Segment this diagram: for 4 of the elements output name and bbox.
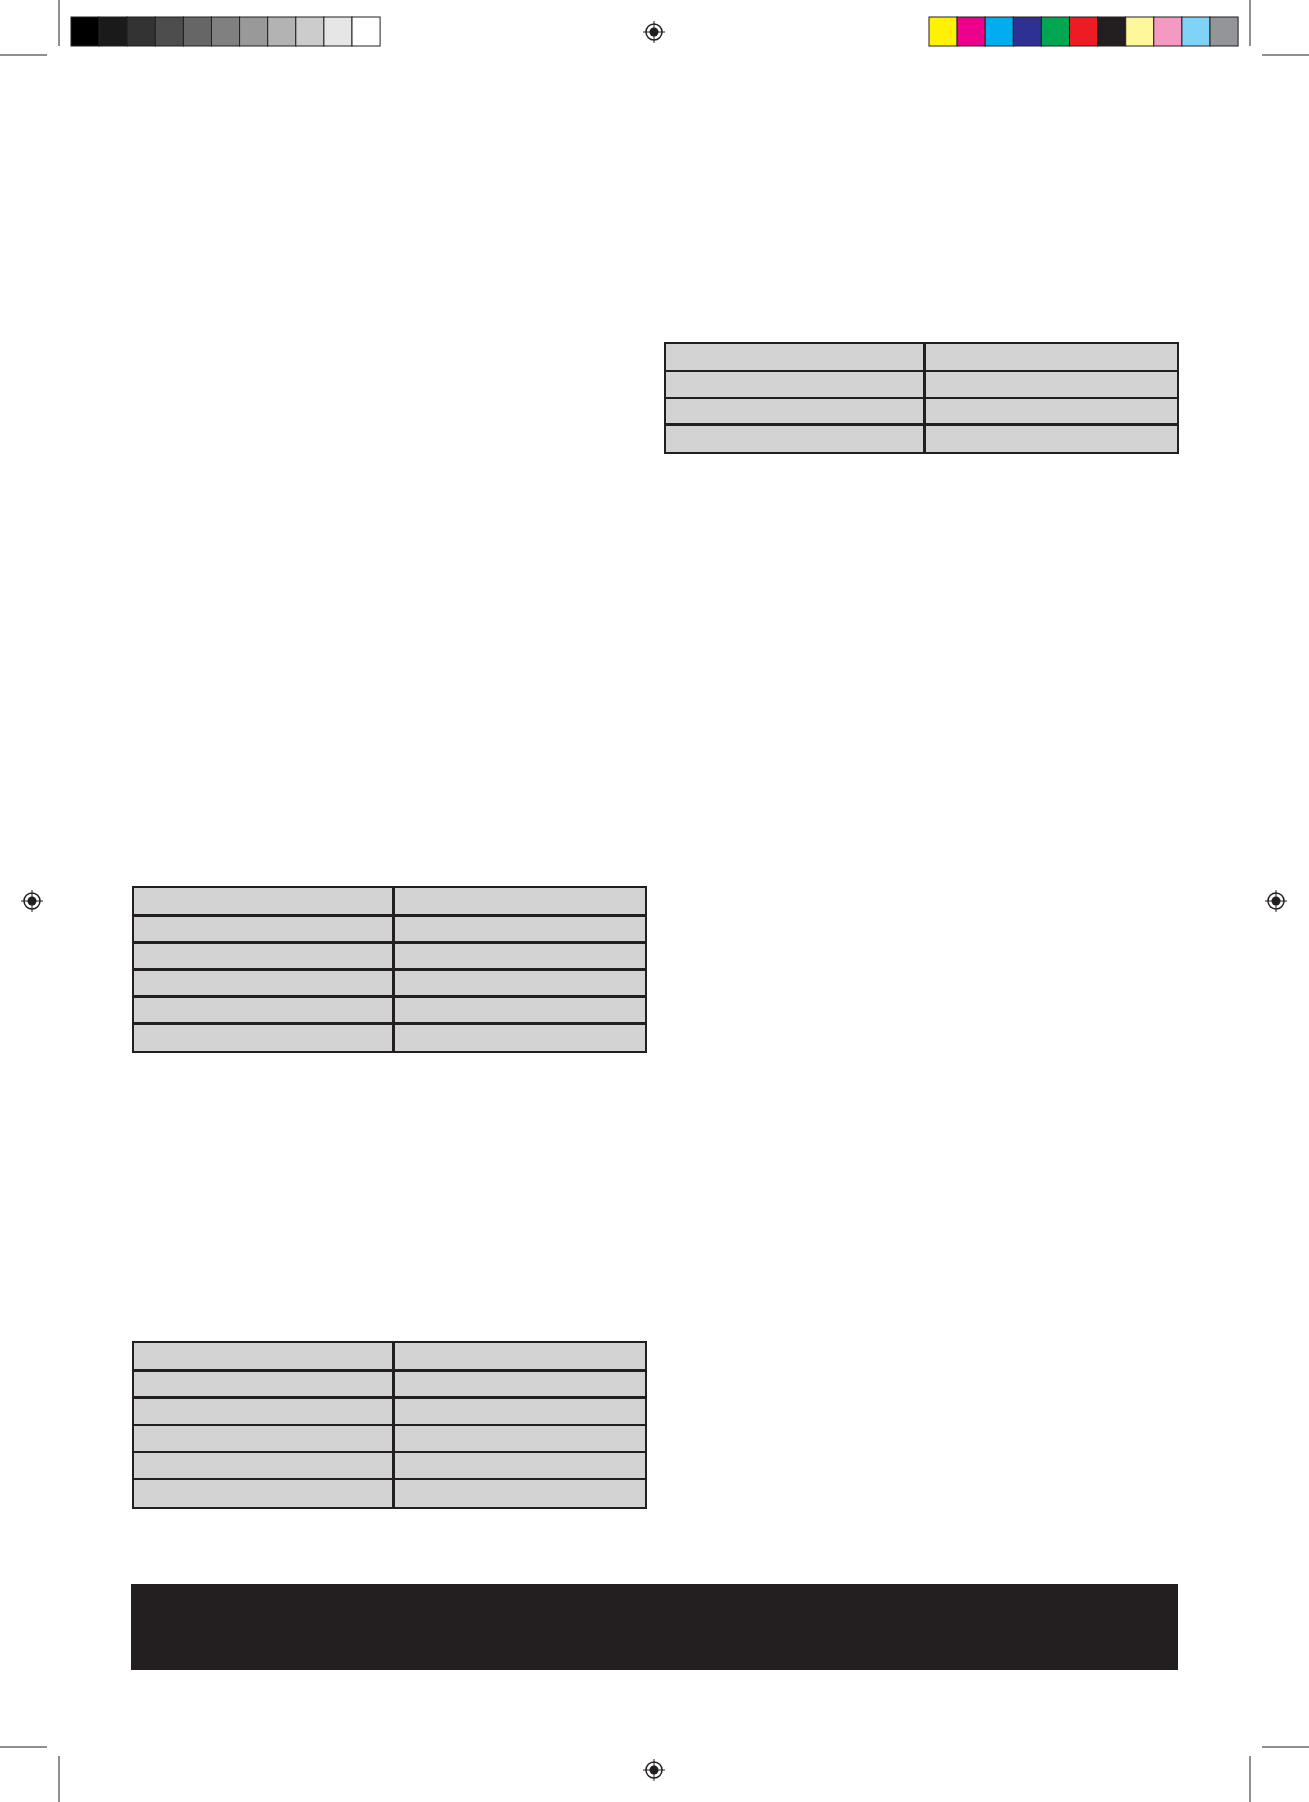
dark-band <box>131 1584 1178 1670</box>
empty-table <box>132 886 647 1053</box>
empty-table <box>132 1341 647 1509</box>
empty-table <box>664 342 1179 454</box>
